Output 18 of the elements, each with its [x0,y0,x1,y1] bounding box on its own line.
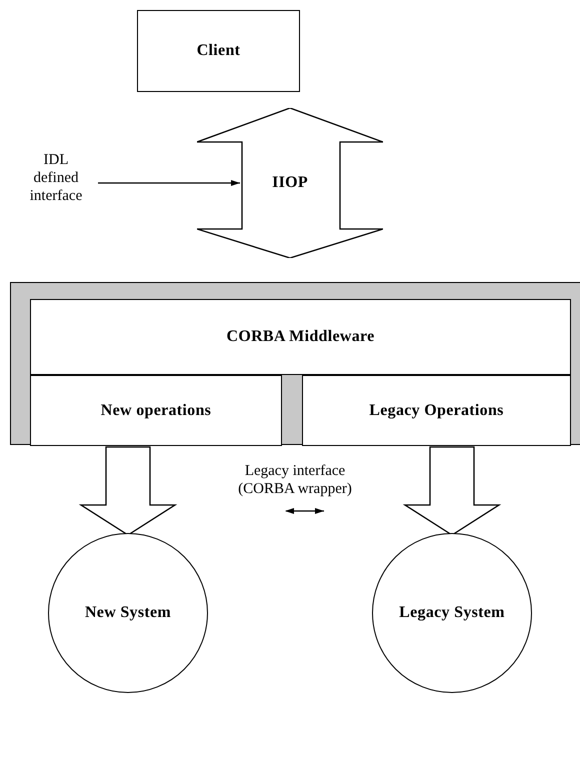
arrow [98,180,240,186]
node-label: CORBA Middleware [226,328,375,346]
node-label: Legacy System [399,604,505,622]
node-label: New System [84,604,172,622]
middleware-container [10,282,580,445]
process-box [302,375,571,446]
block-arrow [402,446,502,536]
process-box [30,375,282,446]
process-box [30,299,571,375]
block-arrow [78,446,178,536]
node-label: New operations [100,402,212,420]
annotation-label: IDL defined interface [28,151,84,205]
process-box [137,10,300,92]
node-label: Legacy Operations [369,402,504,420]
node-label: IIOP [272,174,308,192]
double-block-arrow [197,108,383,258]
node-label: Client [196,42,240,60]
annotation-label: Legacy interface (CORBA wrapper) [237,462,353,498]
